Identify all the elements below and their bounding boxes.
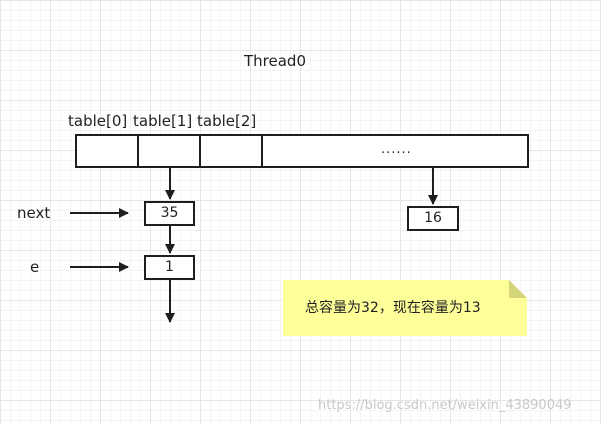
hash-table-array: ...... [75,134,529,168]
table-cell-0 [77,136,139,166]
table-header-1: table[1] [133,112,193,130]
note-shape [283,280,527,336]
watermark: https://blog.csdn.net/weixin_43890049 [318,398,572,413]
note-text: 总容量为32，现在容量为13 [305,300,481,316]
table-cell-1 [139,136,201,166]
capacity-note: 总容量为32，现在容量为13 [283,280,527,336]
entry-node-35: 35 [144,201,195,226]
thread-title: Thread0 [244,52,306,70]
entry-node-1: 1 [144,255,195,280]
table-cell-2 [201,136,263,166]
table-header-2: table[2] [197,112,257,130]
next-pointer-label: next [17,204,51,222]
table-cell-rest: ...... [263,136,527,166]
table-ellipsis: ...... [381,142,412,157]
e-pointer-label: e [30,258,40,276]
entry-node-16: 16 [407,206,459,231]
table-header-0: table[0] [68,112,128,130]
